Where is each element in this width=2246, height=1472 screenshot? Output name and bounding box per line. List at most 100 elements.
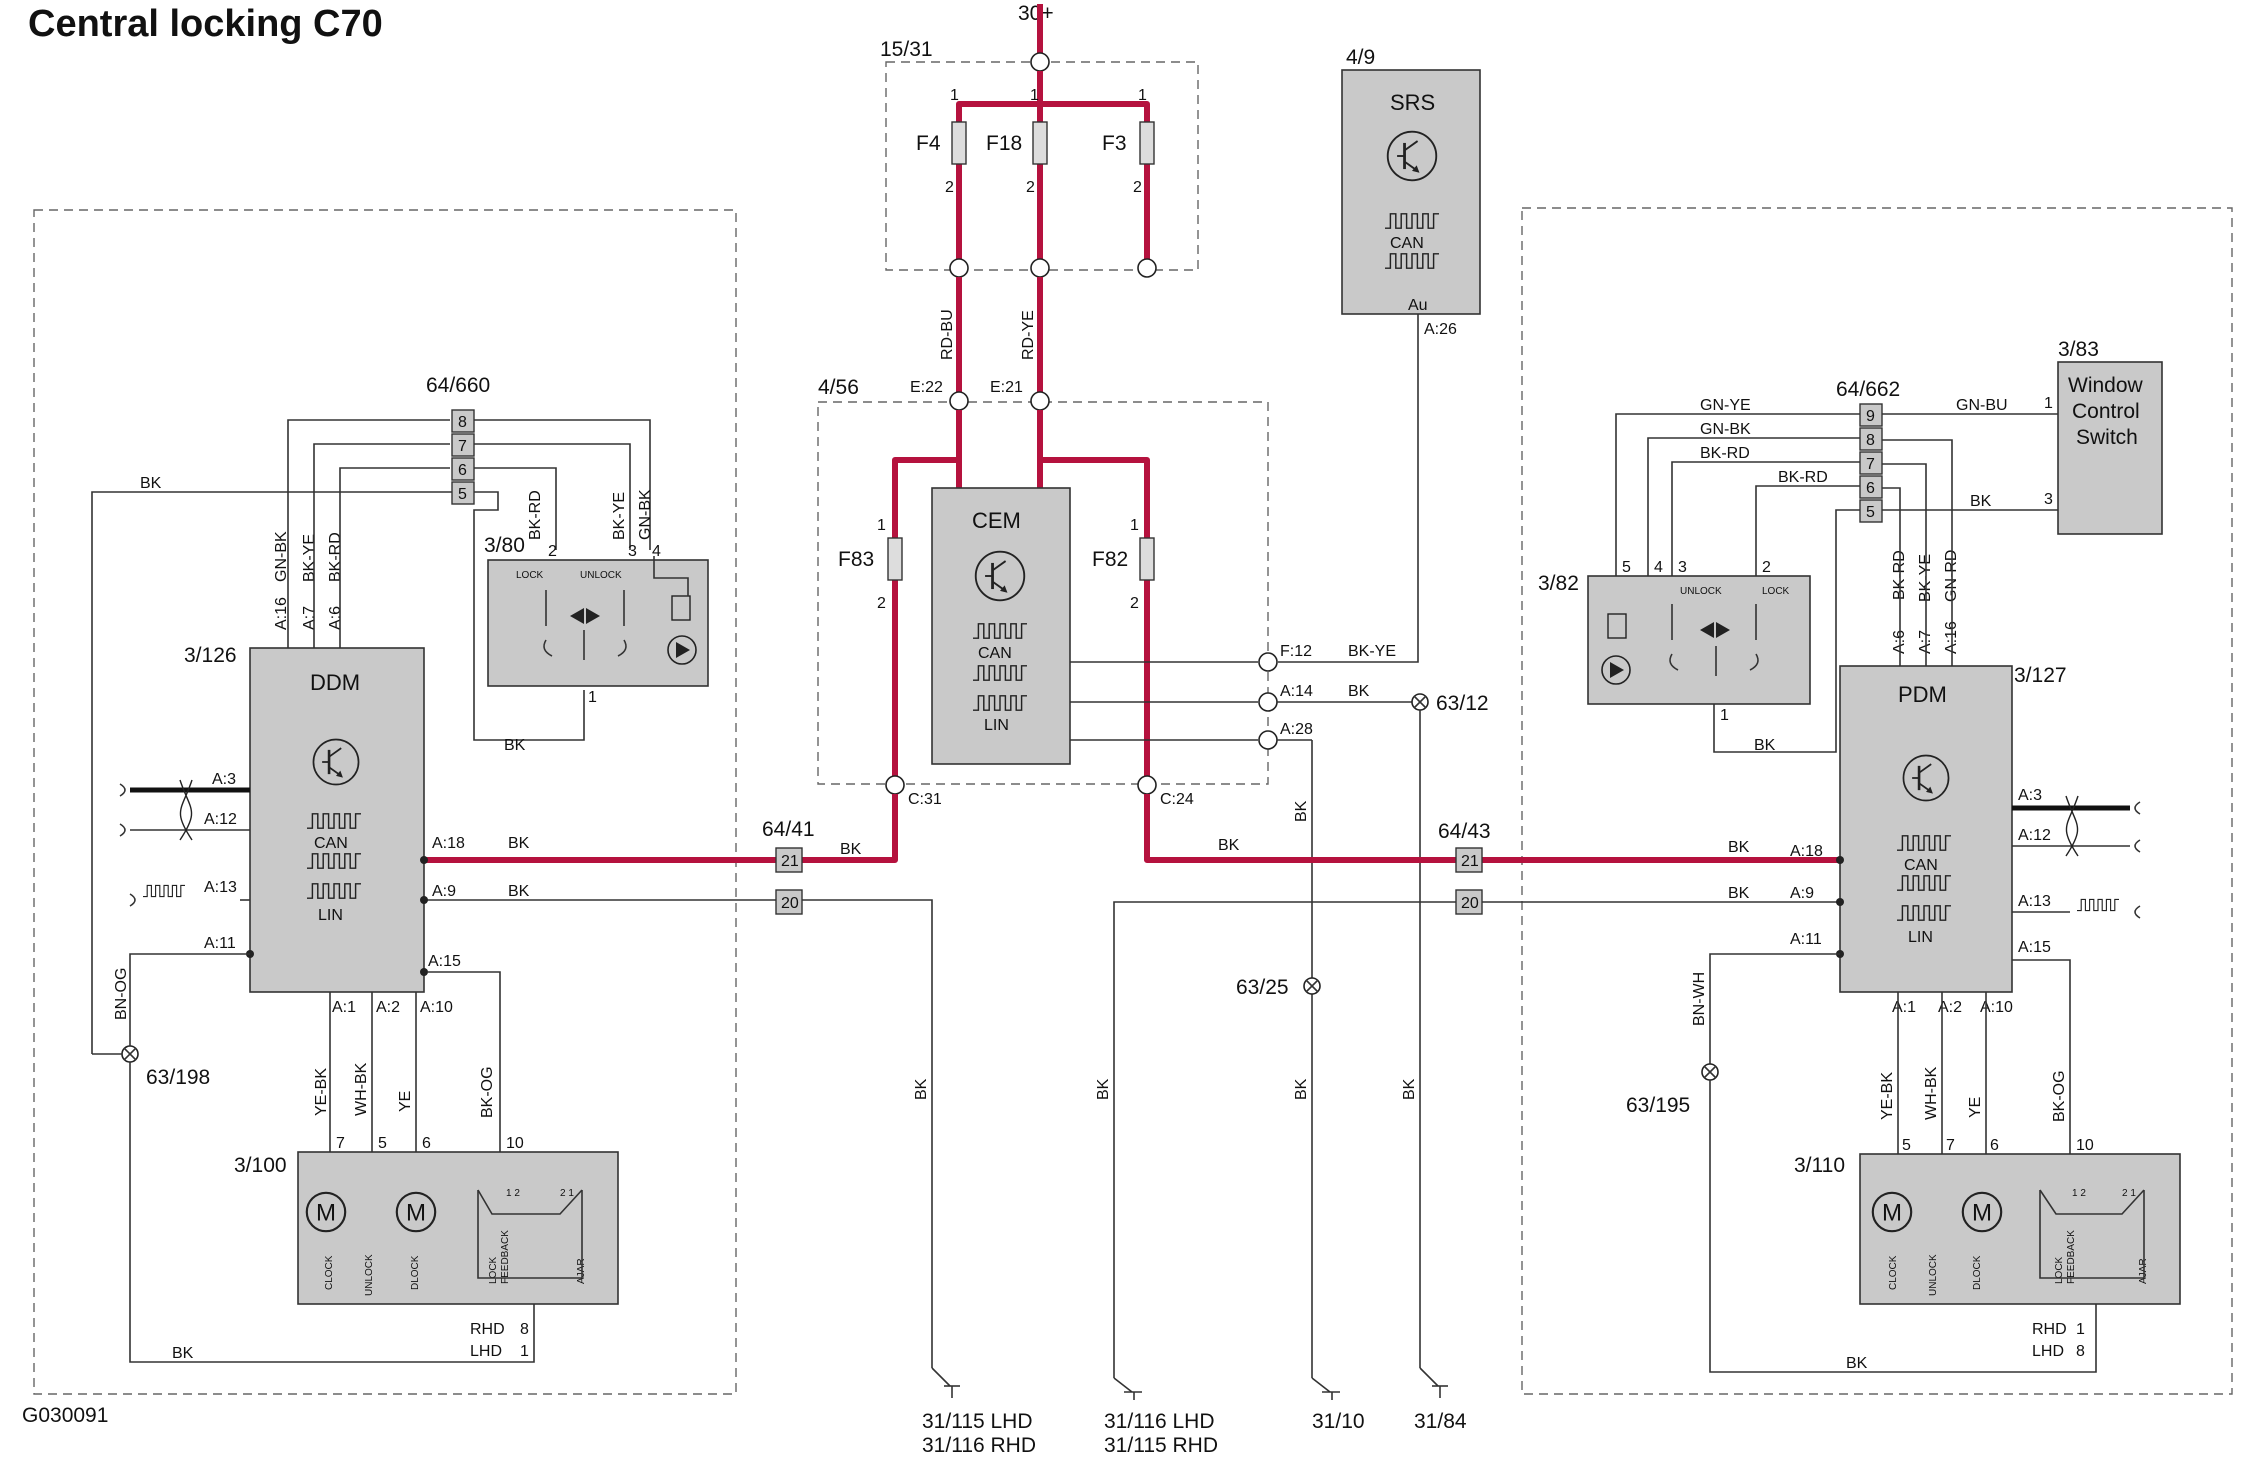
svg-text:BK: BK [1728, 885, 1750, 902]
svg-text:64/43: 64/43 [1438, 820, 1491, 843]
svg-text:BK-RD: BK-RD [327, 532, 344, 582]
svg-text:63/12: 63/12 [1436, 692, 1489, 715]
driver-door-frame [33, 209, 737, 1395]
figure-id: G030091 [22, 1404, 108, 1427]
svg-text:FEEDBACK: FEEDBACK [500, 1230, 511, 1284]
svg-text:BK: BK [508, 835, 530, 852]
fuse-f83 [887, 537, 903, 581]
svg-text:1: 1 [877, 517, 886, 534]
svg-text:CAN: CAN [978, 645, 1012, 662]
door-lock-3-110 [1859, 1153, 2181, 1305]
svg-text:BK: BK [840, 841, 862, 858]
svg-text:E:21: E:21 [990, 379, 1023, 396]
window-control-switch [2057, 361, 2163, 535]
srs-ref: 4/9 [1346, 46, 1375, 69]
fuse-f3-label: F3 [1102, 132, 1127, 155]
svg-text:6: 6 [1990, 1137, 1999, 1154]
connector-64-662-pin5 [1859, 499, 1883, 523]
svg-text:5: 5 [378, 1135, 387, 1152]
svg-text:4: 4 [1654, 559, 1663, 576]
svg-text:1 2: 1 2 [2072, 1188, 2086, 1199]
svg-text:A:12: A:12 [2018, 827, 2051, 844]
svg-text:BK: BK [1218, 837, 1240, 854]
lock-3-110-ref: 3/110 [1794, 1154, 1845, 1177]
svg-text:A:10: A:10 [420, 999, 453, 1016]
svg-text:GN-YE: GN-YE [1700, 397, 1751, 414]
svg-text:20: 20 [1461, 895, 1479, 912]
svg-text:5: 5 [458, 486, 467, 503]
ground-31-10 [1311, 1377, 1340, 1400]
svg-text:64/660: 64/660 [426, 374, 490, 397]
svg-text:8: 8 [1866, 432, 1875, 449]
svg-text:10: 10 [2076, 1137, 2094, 1154]
fusebox-ref: 15/31 [880, 38, 933, 61]
svg-text:A:26: A:26 [1424, 321, 1457, 338]
svg-text:1: 1 [520, 1343, 529, 1360]
svg-text:3: 3 [2044, 491, 2053, 508]
svg-text:C:24: C:24 [1160, 791, 1194, 808]
svg-text:A:10: A:10 [1980, 999, 2013, 1016]
svg-text:LOCK: LOCK [516, 570, 544, 581]
srs-module [1341, 69, 1481, 315]
svg-text:6: 6 [458, 462, 467, 479]
svg-text:RHD: RHD [470, 1321, 505, 1338]
svg-text:A:3: A:3 [212, 771, 236, 788]
svg-text:2: 2 [548, 543, 557, 560]
svg-text:BK: BK [1293, 800, 1310, 822]
svg-text:F:12: F:12 [1280, 643, 1312, 660]
connector-64-660-pin6 [451, 457, 475, 481]
svg-text:21: 21 [781, 853, 799, 870]
connector-64-660-pin5 [451, 481, 475, 505]
svg-text:BK: BK [140, 475, 162, 492]
svg-text:5: 5 [1866, 504, 1875, 521]
svg-text:5: 5 [1622, 559, 1631, 576]
svg-text:BK: BK [172, 1345, 194, 1362]
svg-text:31/116 LHD: 31/116 LHD [1104, 1410, 1215, 1433]
svg-text:A:2: A:2 [1938, 999, 1962, 1016]
ground-31-115 [931, 1367, 960, 1398]
svg-text:A:11: A:11 [204, 935, 236, 952]
svg-text:BK: BK [1754, 737, 1776, 754]
svg-text:3: 3 [1678, 559, 1687, 576]
door-lock-3-100 [297, 1151, 619, 1305]
svg-text:LOCK: LOCK [488, 1256, 499, 1284]
svg-text:A:18: A:18 [1790, 843, 1823, 860]
fuse-f18 [1032, 121, 1048, 165]
svg-text:BK: BK [1095, 1078, 1112, 1100]
svg-text:5: 5 [1902, 1137, 1911, 1154]
svg-text:YE: YE [397, 1091, 414, 1112]
svg-text:BK: BK [504, 737, 526, 754]
pdm-name: PDM [1898, 682, 1947, 707]
svg-text:A:6: A:6 [327, 606, 344, 630]
svg-text:CLOCK: CLOCK [324, 1255, 335, 1290]
svg-text:BK: BK [913, 1078, 930, 1100]
svg-text:CAN: CAN [314, 835, 348, 852]
svg-text:GN-BK: GN-BK [273, 531, 290, 582]
svg-text:64/41: 64/41 [762, 818, 815, 841]
svg-text:7: 7 [336, 1135, 345, 1152]
svg-text:Switch: Switch [2076, 426, 2138, 449]
connector-64-662-pin9 [1859, 403, 1883, 427]
svg-text:9: 9 [1866, 408, 1875, 425]
cem-module [931, 487, 1071, 765]
svg-text:UNLOCK: UNLOCK [1928, 1254, 1939, 1296]
ddm-name: DDM [310, 670, 360, 695]
ground-31-116 [1113, 1377, 1142, 1400]
switch-3-82-ref: 3/82 [1538, 572, 1579, 595]
diagram-title: Central locking C70 [28, 3, 383, 45]
svg-text:Control: Control [2072, 400, 2140, 423]
svg-text:31/115 RHD: 31/115 RHD [1104, 1434, 1218, 1457]
svg-text:8: 8 [2076, 1343, 2085, 1360]
connector-64-43-pin20 [1455, 889, 1483, 915]
svg-text:2: 2 [1762, 559, 1771, 576]
svg-text:3: 3 [628, 543, 637, 560]
svg-text:E:22: E:22 [910, 379, 943, 396]
svg-text:BK-YE: BK-YE [1348, 643, 1396, 660]
svg-text:2: 2 [1130, 595, 1139, 612]
door-lock-switch-icon [543, 590, 627, 660]
passenger-door-frame [1521, 207, 2233, 1395]
svg-text:A:13: A:13 [204, 879, 237, 896]
svg-text:A:3: A:3 [2018, 787, 2042, 804]
svg-text:63/25: 63/25 [1236, 976, 1289, 999]
led-icon [1601, 613, 1631, 685]
